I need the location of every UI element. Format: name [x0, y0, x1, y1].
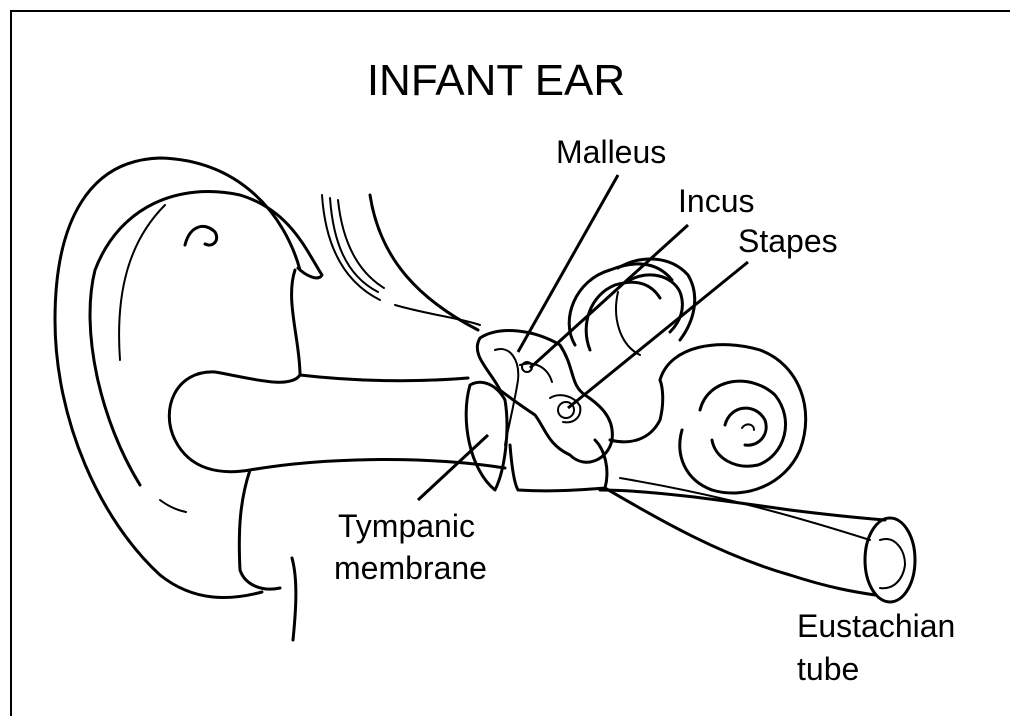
label-eustachian-tube-line1: Eustachian — [797, 608, 955, 644]
label-tympanic-membrane-line1: Tympanic — [338, 508, 475, 544]
temporal-bone-contours — [322, 195, 480, 330]
incus-leader-line — [530, 225, 688, 368]
diagram-title: INFANT EAR — [367, 56, 625, 105]
label-stapes: Stapes — [738, 223, 838, 259]
label-malleus: Malleus — [556, 134, 666, 170]
label-tympanic-membrane-line2: membrane — [334, 550, 487, 586]
label-incus: Incus — [678, 183, 754, 219]
label-eustachian-tube-line2: tube — [797, 651, 859, 687]
eustachian-tube-illustration — [600, 478, 915, 602]
